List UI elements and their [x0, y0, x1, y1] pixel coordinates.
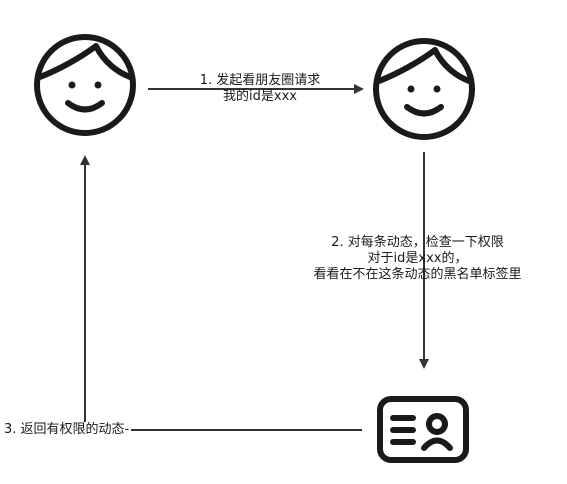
arrow-return-results [80, 155, 362, 431]
step2-line1: 2. 对每条动态，检查一下权限 [331, 235, 504, 250]
step1-label: 1. 发起看朋友圈请求 我的id是xxx [160, 73, 360, 105]
step2-line3: 看看在不在这条动态的黑名单标签里 [313, 267, 522, 282]
step2-label: 2. 对每条动态，检查一下权限 对于id是xxx的， 看看在不在这条动态的黑名单… [285, 235, 550, 283]
step1-line2: 我的id是xxx [223, 89, 297, 104]
step3-label: 3. 返回有权限的动态- [4, 422, 132, 438]
step1-line1: 1. 发起看朋友圈请求 [199, 73, 321, 88]
id-card-icon [377, 396, 469, 463]
step2-line2: 对于id是xxx的， [367, 251, 468, 266]
step3-line1: 3. 返回有权限的动态- [4, 422, 130, 437]
left-user-face-icon [34, 34, 136, 136]
right-user-face-icon [373, 38, 475, 140]
